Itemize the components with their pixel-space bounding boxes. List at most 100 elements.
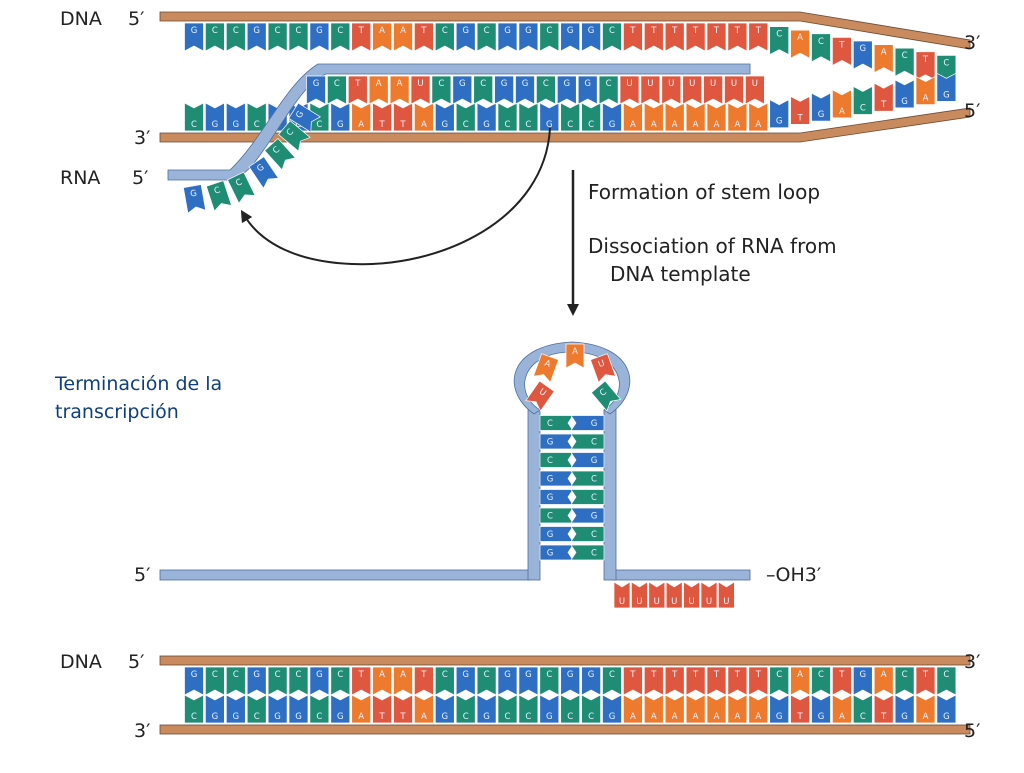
coding-base-top: C	[602, 22, 622, 52]
base-letter: G	[337, 120, 344, 130]
base-letter: T	[399, 712, 406, 722]
base-letter: G	[504, 26, 511, 36]
base-letter: A	[672, 120, 678, 130]
base-letter: G	[255, 162, 266, 174]
coding-base-top: C	[288, 22, 309, 52]
base-letter: G	[547, 475, 554, 485]
base-letter: A	[839, 712, 845, 722]
base-letter: T	[629, 26, 636, 36]
coding-base-top: G	[309, 22, 330, 52]
template-base-top: G	[225, 102, 246, 132]
step-dissociation-line2: DNA template	[610, 262, 751, 286]
base-letter: C	[505, 120, 511, 130]
coding-base-bottom: T	[748, 666, 769, 696]
coding-base-bottom: G	[852, 666, 873, 696]
loop-base: A	[565, 343, 585, 369]
template-base-top: A	[623, 102, 643, 132]
template-base-top: T	[393, 102, 413, 132]
three-prime-label-template-left: 3′	[134, 127, 151, 149]
base-letter: T	[650, 670, 657, 680]
rna-backbone-left	[159, 569, 531, 581]
caption-line1: Terminación de la	[55, 373, 223, 395]
coding-base-bottom: G	[455, 666, 476, 696]
base-letter: A	[379, 670, 385, 680]
coding-base-bottom: C	[225, 666, 246, 696]
base-letter: A	[630, 120, 636, 130]
base-letter: G	[483, 712, 490, 722]
coding-base-bottom: A	[393, 666, 413, 696]
loop-base: U	[525, 380, 555, 412]
template-base-top: C	[560, 102, 581, 132]
base-letter: C	[591, 530, 597, 540]
coding-base-bottom: C	[811, 666, 831, 696]
template-base-bottom: C	[497, 694, 518, 724]
stem-base-right: G	[570, 452, 605, 468]
base-letter: C	[484, 26, 490, 36]
rna-backbone-right	[611, 569, 751, 581]
rna-tail-base: G	[248, 156, 280, 189]
coding-base-top: C	[476, 22, 497, 52]
coding-base-bottom: C	[936, 666, 957, 696]
coding-base-top: G	[581, 22, 601, 52]
base-letter: C	[234, 177, 244, 189]
rna-tail-base: C	[227, 171, 256, 205]
base-letter: T	[650, 26, 657, 36]
template-base-bottom: A	[623, 694, 643, 724]
template-base-bottom: G	[330, 694, 351, 724]
stem-base-right: C	[570, 470, 605, 487]
base-letter: C	[233, 670, 239, 680]
rna-tail-base: C	[264, 138, 297, 171]
coding-base-bottom: T	[706, 666, 727, 696]
coding-base-bottom: C	[602, 666, 622, 696]
coding-base-bottom: A	[372, 666, 392, 696]
base-letter: G	[547, 493, 554, 503]
base-letter: T	[838, 670, 845, 680]
base-letter: C	[776, 30, 782, 40]
poly-u-base: U	[648, 581, 666, 609]
stem-base-right: G	[570, 507, 605, 524]
template-base-bottom: G	[769, 694, 790, 724]
template-base-top: T	[873, 82, 894, 112]
stem-base-left: C	[539, 452, 574, 468]
base-letter: T	[734, 670, 741, 680]
template-base-top: G	[330, 102, 351, 132]
base-letter: C	[546, 670, 552, 680]
coding-base-bottom: A	[790, 666, 810, 696]
base-letter: G	[253, 670, 260, 680]
base-letter: C	[525, 712, 531, 722]
rna-tail-base: G	[182, 184, 207, 214]
base-letter: C	[275, 670, 281, 680]
base-letter: C	[943, 58, 949, 68]
base-letter: T	[378, 712, 385, 722]
coding-base-bottom: C	[434, 666, 455, 696]
dna-label-top: DNA	[60, 8, 102, 30]
base-letter: C	[442, 26, 448, 36]
template-base-top: A	[915, 76, 936, 105]
base-letter: G	[442, 712, 449, 722]
base-letter: C	[591, 438, 597, 448]
coding-base-top: G	[518, 22, 539, 52]
rna-base-top: G	[577, 75, 598, 105]
base-letter: C	[296, 670, 302, 680]
coding-base-bottom: C	[476, 666, 497, 696]
base-letter: A	[881, 48, 887, 58]
base-letter: T	[378, 120, 385, 130]
template-base-bottom: G	[434, 694, 455, 724]
base-letter: A	[376, 79, 382, 89]
coding-base-top: C	[267, 22, 288, 52]
base-letter: T	[399, 120, 406, 130]
base-letter: C	[547, 419, 553, 429]
base-letter: A	[797, 33, 803, 43]
base-letter: C	[547, 456, 553, 466]
template-base-bottom: G	[811, 694, 831, 724]
template-base-top: T	[372, 102, 392, 132]
rna-tail-base: G	[288, 102, 322, 133]
template-base-bottom: G	[539, 694, 560, 724]
base-letter: G	[546, 712, 553, 722]
base-letter: G	[546, 120, 553, 130]
template-base-top: C	[455, 102, 476, 132]
base-letter: C	[543, 79, 549, 89]
poly-u-base: U	[613, 581, 631, 609]
coding-base-bottom: A	[873, 666, 894, 696]
